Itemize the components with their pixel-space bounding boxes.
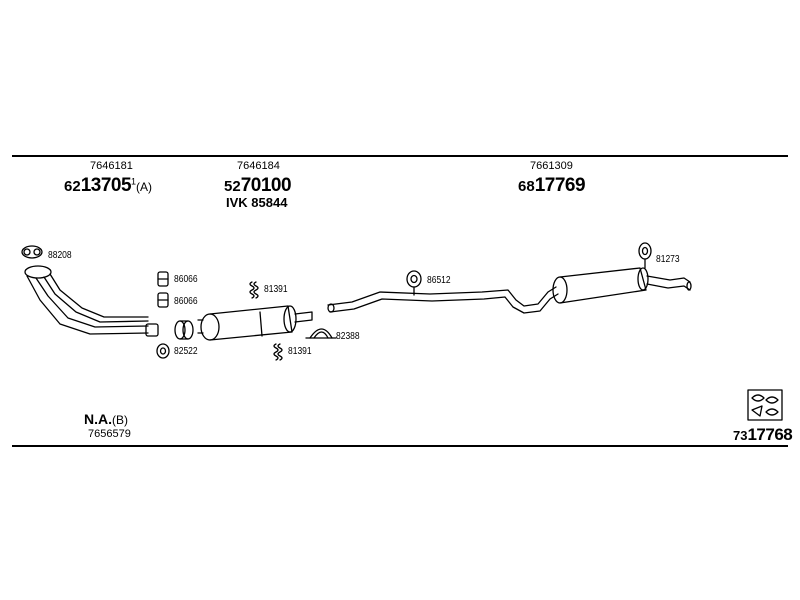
front-gasket-shape bbox=[21, 245, 43, 259]
intermediate-pipe-shape bbox=[327, 286, 559, 314]
footer-ref-main: 17768 bbox=[747, 425, 793, 444]
label-82388: 82388 bbox=[336, 331, 360, 342]
label-86512: 86512 bbox=[427, 275, 451, 286]
label-81391-top: 81391 bbox=[264, 284, 288, 295]
section1-prefix: 62 bbox=[64, 178, 81, 195]
label-88208: 88208 bbox=[48, 250, 72, 261]
section3-main: 17769 bbox=[534, 175, 586, 196]
section1-code: 7646181 bbox=[90, 160, 133, 172]
section2-part-number: 5270100 bbox=[224, 175, 292, 196]
clamp-shape bbox=[305, 328, 337, 339]
front-downpipe-shape bbox=[24, 265, 159, 337]
na-label: N.A. bbox=[84, 411, 112, 427]
hanger-81273-shape bbox=[638, 242, 652, 269]
flange-shape bbox=[174, 320, 194, 340]
rubber-mount-shapes bbox=[157, 271, 169, 308]
label-86066-bottom: 86066 bbox=[174, 296, 198, 307]
section1-main: 13705 bbox=[80, 175, 132, 196]
section1-part-number: 62137051(A) bbox=[64, 176, 152, 195]
label-81391-bottom: 81391 bbox=[288, 346, 312, 357]
section1-suffix: (A) bbox=[136, 180, 153, 194]
bottom-divider bbox=[12, 445, 788, 447]
kit-box-icon bbox=[747, 389, 783, 421]
section2-main: 70100 bbox=[240, 175, 292, 196]
top-divider bbox=[12, 155, 788, 157]
section1-sup: 1 bbox=[131, 176, 137, 187]
section3-code: 7661309 bbox=[530, 160, 573, 172]
label-86066-top: 86066 bbox=[174, 274, 198, 285]
hanger-86512-shape bbox=[406, 270, 422, 296]
label-82522: 82522 bbox=[174, 346, 198, 357]
na-code: 7656579 bbox=[88, 428, 131, 440]
sealing-ring-shape bbox=[156, 343, 170, 359]
label-81273: 81273 bbox=[656, 254, 680, 265]
na-suffix: (B) bbox=[112, 413, 128, 427]
section3-prefix: 68 bbox=[518, 178, 535, 195]
spring-shapes bbox=[249, 281, 283, 361]
footer-ref-number: 7317768 bbox=[733, 425, 793, 444]
rear-silencer-shape bbox=[552, 267, 692, 304]
footer-ref-prefix: 73 bbox=[733, 428, 748, 443]
section2-kit: IVK 85844 bbox=[226, 195, 288, 210]
na-label-group: N.A.(B) bbox=[84, 412, 128, 428]
front-silencer-shape bbox=[197, 305, 313, 341]
section3-part-number: 6817769 bbox=[518, 175, 586, 196]
section2-code: 7646184 bbox=[237, 160, 280, 172]
section2-prefix: 52 bbox=[224, 178, 241, 195]
